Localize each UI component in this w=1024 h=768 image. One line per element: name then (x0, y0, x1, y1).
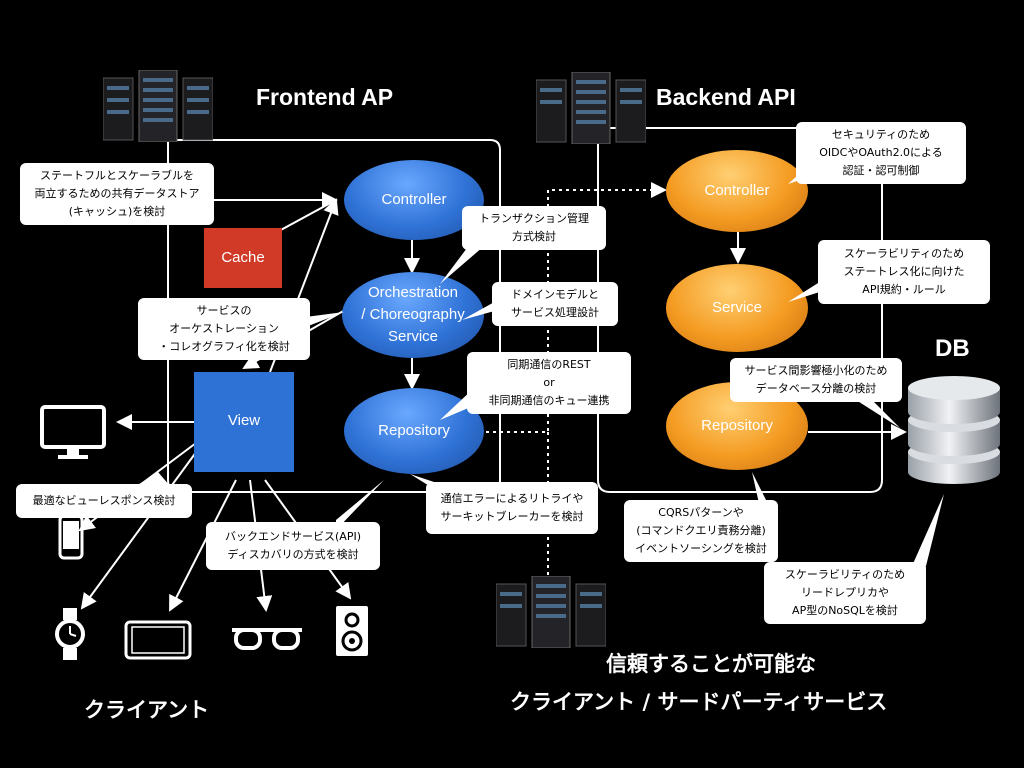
database-icon (908, 376, 1000, 484)
third-party-title-line1: 信頼することが可能な (606, 652, 816, 676)
note-discovery: バックエンドサービス(API) ディスカバリの方式を検討 (206, 522, 380, 570)
note-retry: 通信エラーによるリトライや サーキットブレーカーを検討 (426, 482, 598, 534)
note-shared-store: ステートフルとスケーラブルを 両立するための共有データストア (キャッシュ)を検… (20, 163, 214, 225)
frontend-title: Frontend AP (256, 84, 394, 110)
fe-controller-node: Controller (344, 160, 484, 240)
clients-title: クライアント (84, 698, 210, 722)
server-rack-icon (536, 72, 646, 144)
backend-title: Backend API (656, 84, 796, 110)
note-stateless: スケーラビリティのため ステートレス化に向けた API規約・ルール (818, 240, 990, 304)
note-sync-async: 同期通信のREST or 非同期通信のキュー連携 (467, 352, 631, 414)
fe-orchestration-node: Orchestration / Choreography Service (342, 272, 484, 358)
note-cqrs: CQRSパターンや (コマンドクエリ責務分離) イベントソーシングを検討 (624, 500, 778, 562)
be-controller-node: Controller (666, 150, 808, 232)
note-security: セキュリティのため OIDCやOAuth2.0による 認証・認可制御 (796, 122, 966, 184)
tablet-icon (124, 620, 192, 660)
note-orchestration: サービスの オーケストレーション ・コレオグラフィ化を検討 (138, 298, 310, 360)
cache-node: Cache (204, 228, 282, 288)
glasses-icon (232, 628, 302, 650)
note-domain-model: ドメインモデルと サービス処理設計 (492, 282, 618, 326)
monitor-icon (40, 405, 106, 459)
server-rack-icon (496, 576, 606, 648)
speaker-icon (336, 606, 368, 656)
note-replica: スケーラビリティのため リードレプリカや AP型のNoSQLを検討 (764, 562, 926, 624)
db-title: DB (935, 335, 970, 362)
view-node: View (194, 372, 294, 472)
note-db-split: サービス間影響極小化のため データベース分離の検討 (730, 358, 902, 402)
smartwatch-icon (55, 608, 85, 660)
note-transaction: トランザクション管理 方式検討 (462, 206, 606, 250)
note-view-response: 最適なビューレスポンス検討 (16, 484, 192, 518)
third-party-title-line2: クライアント / サードパーティサービス (510, 690, 888, 714)
be-service-node: Service (666, 264, 808, 352)
server-rack-icon (103, 70, 213, 142)
